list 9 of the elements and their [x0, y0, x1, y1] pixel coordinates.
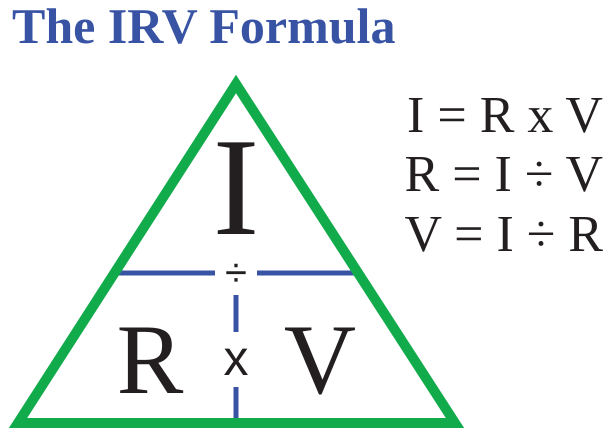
- variable-letter: I: [212, 132, 260, 244]
- equation: I = R x V: [407, 95, 603, 137]
- variable-letter: V: [284, 320, 356, 400]
- equation: V = I ÷ R: [404, 214, 603, 256]
- divide-sign: ÷: [225, 253, 247, 293]
- title: The IRV Formula: [12, 1, 396, 51]
- equation: R = I ÷ V: [404, 154, 603, 196]
- variable-letter: R: [116, 320, 184, 400]
- multiply-sign: x: [224, 338, 248, 378]
